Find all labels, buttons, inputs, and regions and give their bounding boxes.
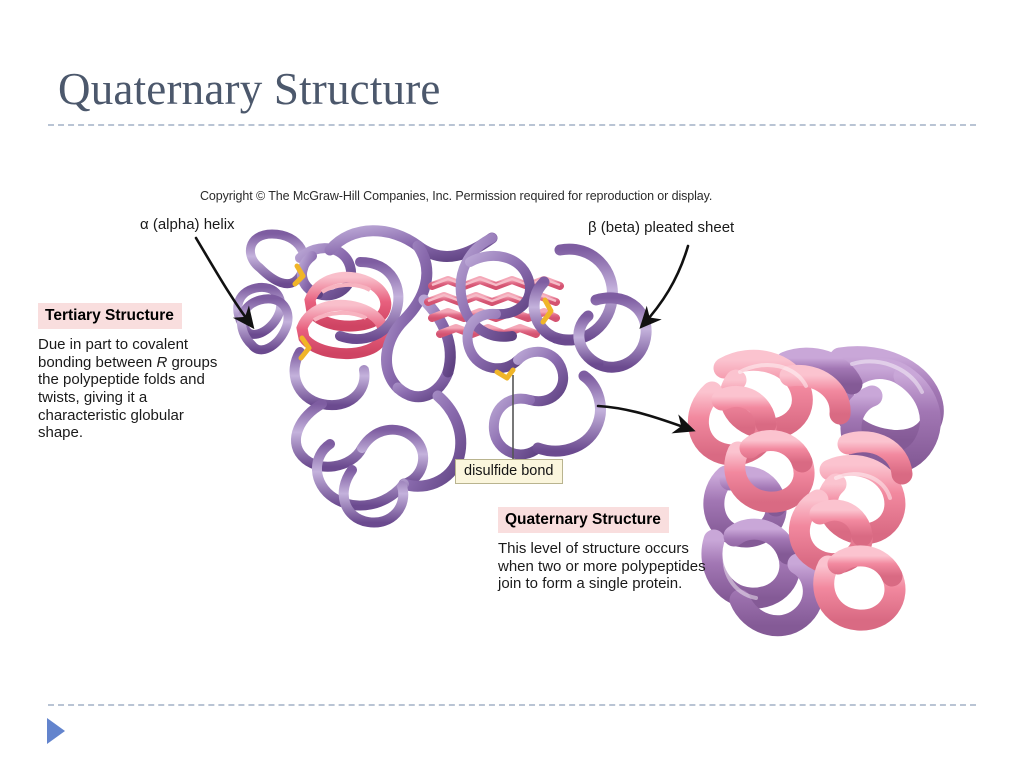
tertiary-body-post: groups the polypeptide folds and twists,… bbox=[38, 353, 218, 442]
page-title: Quaternary Structure bbox=[58, 64, 441, 114]
alpha-helix-label: α (alpha) helix bbox=[140, 216, 235, 233]
disulfide-bonds bbox=[292, 263, 554, 381]
quaternary-arrow bbox=[596, 404, 696, 434]
copyright-notice: Copyright © The McGraw-Hill Companies, I… bbox=[200, 189, 713, 203]
title-divider bbox=[48, 124, 976, 126]
beta-pleated-sheet bbox=[424, 276, 564, 338]
tertiary-body-pre: Due in part to covalent bonding between bbox=[38, 336, 189, 371]
beta-sheet-arrow bbox=[639, 244, 690, 329]
quaternary-structure-callout: Quaternary Structure This level of struc… bbox=[498, 507, 713, 593]
tertiary-structure-body: Due in part to covalent bonding between … bbox=[38, 336, 233, 442]
next-slide-arrow-icon[interactable] bbox=[47, 718, 65, 744]
disulfide-bond-callout: disulfide bond bbox=[455, 459, 563, 484]
annotation-arrows bbox=[194, 236, 696, 434]
alpha-helix-pink-left bbox=[296, 271, 392, 360]
beta-pleated-sheet-label: β (beta) pleated sheet bbox=[588, 219, 735, 236]
quaternary-structure-body: This level of structure occurs when two … bbox=[498, 540, 706, 593]
tertiary-ribbon-diagram bbox=[233, 225, 652, 528]
quaternary-protein-globule bbox=[688, 346, 944, 637]
tertiary-structure-callout: Tertiary Structure Due in part to covale… bbox=[38, 303, 233, 442]
footer-divider bbox=[48, 704, 976, 706]
tertiary-body-italic: R bbox=[156, 353, 168, 371]
quaternary-structure-heading: Quaternary Structure bbox=[498, 507, 669, 533]
tertiary-structure-heading: Tertiary Structure bbox=[38, 303, 182, 329]
